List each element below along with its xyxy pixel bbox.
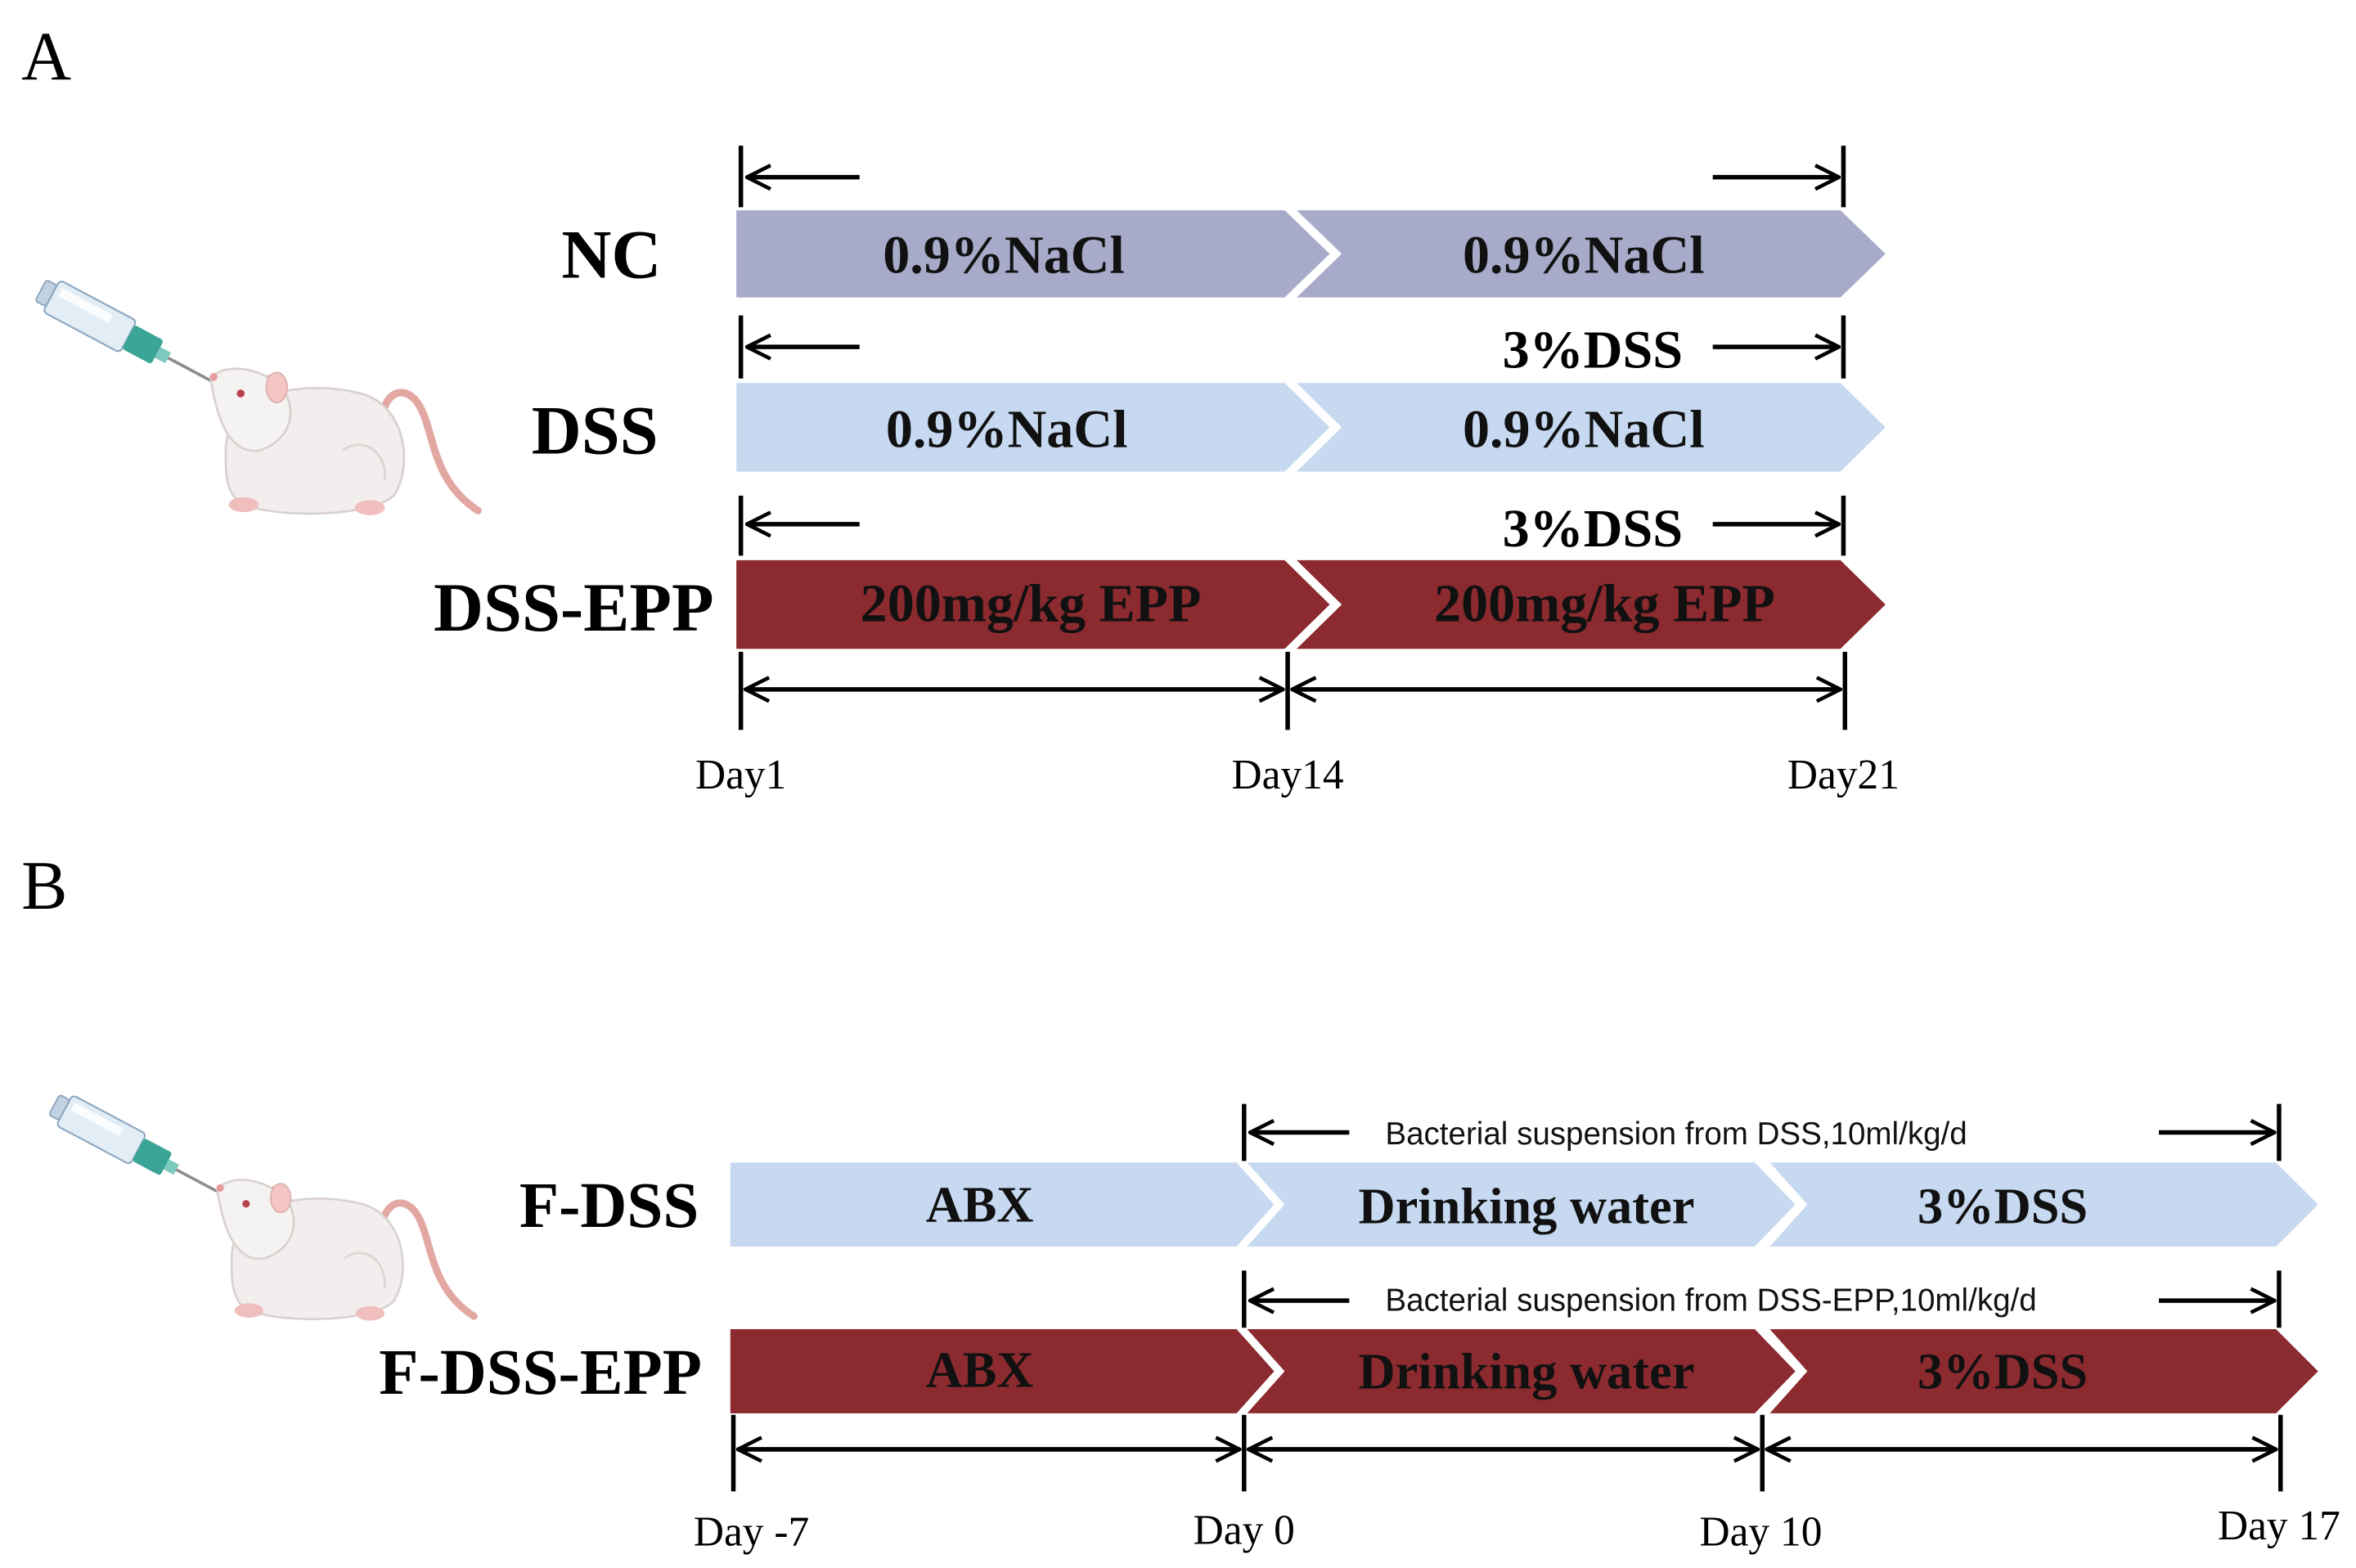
row-label-dss-epp: DSS-EPP bbox=[434, 570, 714, 646]
nc-segment-1-label: 0.9%NaCl bbox=[883, 226, 1125, 285]
f-dss-epp-arrow-row bbox=[1242, 1270, 2282, 1328]
f-dss-segment-3 bbox=[1769, 1162, 2318, 1247]
dss-segment-1 bbox=[736, 383, 1330, 472]
mouse-syringe-icon bbox=[46, 1090, 474, 1321]
day-label-17: Day 17 bbox=[2218, 1503, 2340, 1549]
dss-epp-arrow-row bbox=[738, 495, 1846, 556]
day-label-10: Day 10 bbox=[1699, 1508, 1822, 1555]
day-label-14: Day14 bbox=[1232, 752, 1344, 798]
panel-a-label: A bbox=[21, 19, 71, 95]
dss-epp-segment-1 bbox=[736, 559, 1330, 649]
day-label-minus-7: Day -7 bbox=[694, 1508, 809, 1555]
f-dss-segment-2-label: Drinking water bbox=[1359, 1177, 1695, 1234]
dss-segment-1-label: 0.9%NaCl bbox=[886, 400, 1128, 460]
f-dss-epp-segment-1-label: ABX bbox=[926, 1341, 1034, 1399]
f-dss-epp-segment-2 bbox=[1247, 1329, 1796, 1413]
nc-segment-1 bbox=[736, 210, 1330, 298]
dss-segment-2 bbox=[1297, 383, 1886, 472]
nc-segment-2-label: 0.9%NaCl bbox=[1463, 226, 1705, 285]
f-dss-epp-note: Bacterial suspension from DSS-EPP,10ml/k… bbox=[1385, 1283, 2036, 1319]
nc-arrow-row bbox=[738, 146, 1846, 208]
f-dss-note: Bacterial suspension from DSS,10ml/kg/d bbox=[1385, 1116, 1967, 1152]
f-dss-segment-2 bbox=[1247, 1162, 1796, 1247]
f-dss-segment-1 bbox=[730, 1162, 1275, 1247]
row-label-dss: DSS bbox=[532, 393, 659, 469]
panel-b-timeline-axis bbox=[731, 1414, 2283, 1492]
f-dss-epp-segment-3 bbox=[1769, 1329, 2318, 1413]
dss-arrow-row bbox=[738, 315, 1846, 379]
mouse-syringe-icon bbox=[46, 1090, 474, 1321]
dss-epp-segment-2 bbox=[1297, 559, 1886, 649]
row-label-f-dss: F-DSS bbox=[519, 1170, 699, 1242]
row-label-nc: NC bbox=[561, 218, 661, 294]
f-dss-segment-1-label: ABX bbox=[926, 1176, 1034, 1233]
dss-note: 3%DSS bbox=[1503, 320, 1683, 380]
panel-a-timeline-axis bbox=[738, 651, 1848, 730]
f-dss-segment-3-label: 3%DSS bbox=[1918, 1177, 2088, 1234]
nc-segment-2 bbox=[1297, 210, 1886, 298]
f-dss-epp-segment-1 bbox=[730, 1329, 1275, 1413]
dss-epp-segment-2-label: 200mg/kg EPP bbox=[1434, 574, 1775, 634]
f-dss-epp-segment-2-label: Drinking water bbox=[1359, 1342, 1695, 1400]
f-dss-epp-segment-3-label: 3%DSS bbox=[1918, 1342, 2088, 1400]
dss-epp-note: 3%DSS bbox=[1503, 499, 1683, 559]
day-label-1: Day1 bbox=[695, 752, 786, 798]
dss-epp-segment-1-label: 200mg/kg EPP bbox=[861, 574, 1202, 634]
dss-segment-2-label: 0.9%NaCl bbox=[1463, 400, 1705, 460]
mouse-syringe-icon bbox=[32, 274, 478, 514]
f-dss-arrow-row bbox=[1242, 1103, 2282, 1161]
day-label-21: Day21 bbox=[1787, 752, 1900, 798]
day-label-0: Day 0 bbox=[1194, 1507, 1295, 1554]
panel-b-label: B bbox=[21, 848, 67, 924]
row-label-f-dss-epp: F-DSS-EPP bbox=[379, 1337, 702, 1409]
